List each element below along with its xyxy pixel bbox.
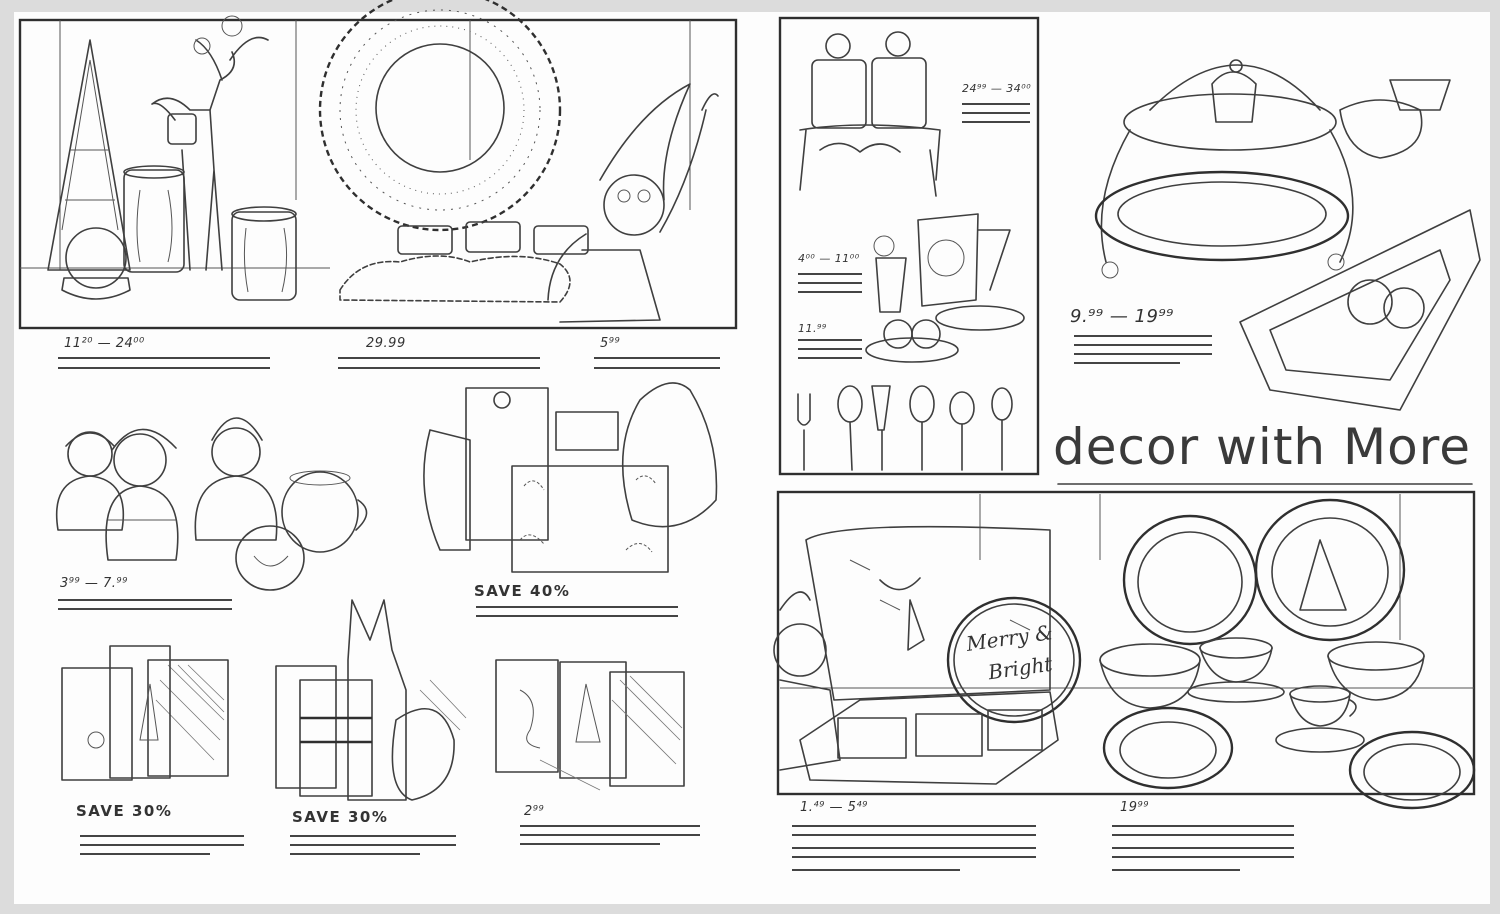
canisters-drawing [799, 31, 941, 197]
elf-drawing [547, 83, 719, 323]
tray-drawing [805, 525, 1051, 701]
wreath-drawing [318, 0, 562, 232]
price-wreath: 29.99 [366, 336, 406, 351]
figurines-drawing [55, 417, 368, 591]
save-mitts: SAVE 30% [292, 808, 389, 826]
rules-dinnerware [1112, 825, 1294, 871]
price-cards-b: 2⁹⁹ [524, 804, 545, 819]
price-platters: 1.⁴⁹ — 5⁴⁹ [800, 800, 868, 815]
towels-drawing [423, 382, 718, 573]
merry-bright-sign [946, 596, 1082, 724]
rules-server [1074, 335, 1212, 364]
price-decor: 11²⁰ — 24⁰⁰ [64, 336, 145, 351]
pitcher-drawing [865, 213, 1025, 363]
rules-canisters [962, 103, 1030, 123]
price-figurines: 3⁹⁹ — 7.⁹⁹ [60, 576, 128, 591]
rules-glasses [798, 273, 862, 359]
utensils-drawing [797, 385, 1013, 471]
cone-tree-drawing [47, 39, 131, 300]
panel-dinnerware [773, 490, 1476, 810]
price-pitcher: 11.⁹⁹ [798, 322, 827, 335]
price-glasses: 4⁰⁰ — 11⁰⁰ [798, 252, 860, 265]
candles-drawing [339, 221, 589, 303]
price-server: 9.⁹⁹ — 19⁹⁹ [1070, 306, 1174, 327]
server-drawing [1094, 59, 1481, 411]
dinnerware-drawing [1099, 498, 1476, 810]
platters-drawing [799, 691, 1059, 785]
rules-mitts [290, 835, 456, 855]
save-towels: SAVE 40% [474, 582, 571, 600]
cards-a-drawing [61, 645, 229, 781]
oven-mitts-drawing [275, 599, 467, 801]
rules-towels [476, 606, 678, 617]
candle-holder-drawing [231, 206, 297, 301]
rules-platters [792, 825, 1036, 871]
headline-decor-with-more: decor with More [1053, 418, 1471, 476]
elf-peek-drawing [773, 591, 841, 771]
rules-panel-decor [58, 357, 720, 369]
rules-cards-b [520, 825, 700, 845]
panel-kitchen [778, 16, 1040, 476]
rules-cards-a [80, 835, 244, 855]
lantern-drawing [123, 165, 185, 273]
price-elf: 5⁹⁹ [600, 336, 621, 351]
price-dinnerware: 19⁹⁹ [1120, 800, 1149, 815]
save-cards-a: SAVE 30% [76, 802, 173, 820]
price-canisters: 24⁹⁹ — 34⁰⁰ [962, 82, 1032, 95]
cards-b-drawing [495, 659, 685, 791]
rules-figurines [58, 599, 232, 610]
panel-decor [18, 0, 738, 330]
reindeer-drawing [151, 15, 269, 271]
